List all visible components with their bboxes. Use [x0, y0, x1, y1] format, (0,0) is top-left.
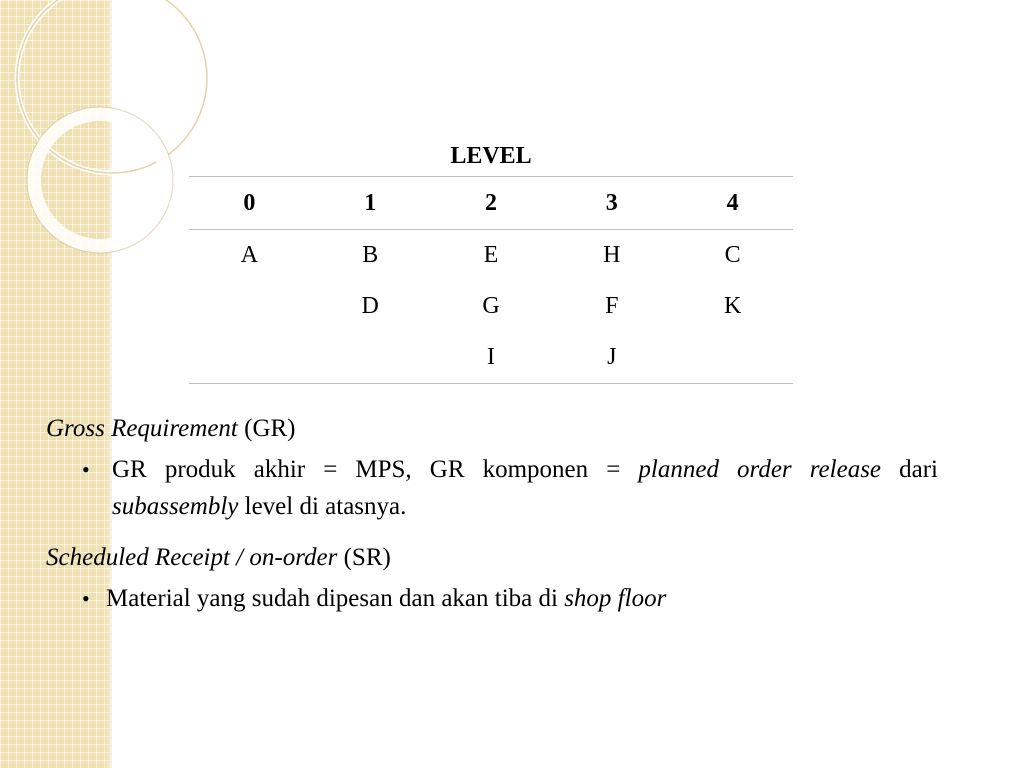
bullet-text: Material yang sudah dipesan dan akan tib…	[106, 585, 565, 612]
bullet-text: GR produk akhir = MPS, GR komponen =	[112, 456, 639, 483]
gross-requirement-bullet: • GR produk akhir = MPS, GR komponen = pl…	[46, 451, 938, 525]
table-header-row: 0 1 2 3 4	[189, 176, 794, 230]
table-caption: LEVEL	[450, 143, 532, 169]
table-cell: A	[240, 242, 259, 268]
scheduled-receipt-abbr: (SR)	[337, 544, 391, 571]
level-table: LEVEL 0 1 2 3 4 A B E H C D G F K I J	[189, 136, 794, 384]
table-cell: B	[362, 242, 379, 268]
level-header-2: 2	[430, 176, 552, 230]
level-header-3: 3	[551, 176, 673, 230]
table-cell: D	[361, 293, 379, 319]
bullet-text: level di atasnya.	[238, 493, 407, 520]
bullet-text-italic: subassembly	[112, 493, 239, 520]
table-cell: J	[551, 332, 673, 384]
slide-body: Gross Requirement (GR) • GR produk akhir …	[46, 410, 938, 617]
table-cell	[309, 332, 431, 384]
bullet-icon: •	[82, 457, 90, 482]
table-cell	[189, 281, 310, 332]
bullet-text-italic: planned order release	[638, 456, 882, 483]
gross-requirement-heading: Gross Requirement (GR)	[46, 410, 938, 447]
table-cell	[189, 332, 310, 384]
table-cell: G	[482, 293, 500, 319]
table-cell: I	[430, 332, 552, 384]
scheduled-receipt-heading: Scheduled Receipt / on-order (SR)	[46, 539, 938, 576]
table-row: A B E H C	[189, 230, 793, 282]
table-row: D G F K	[189, 281, 793, 332]
gross-requirement-term: Gross Requirement	[46, 415, 238, 442]
table-cell: E	[483, 242, 499, 268]
bullet-icon: •	[82, 586, 90, 611]
decorative-side-strip	[0, 0, 112, 768]
table-caption-row: LEVEL	[189, 136, 793, 177]
table-cell: F	[605, 293, 619, 319]
table-cell: H	[603, 242, 621, 268]
gross-requirement-abbr: (GR)	[237, 415, 296, 442]
bullet-text-italic: shop floor	[564, 585, 667, 612]
level-header-1: 1	[309, 176, 431, 230]
table-row: I J	[189, 332, 794, 384]
scheduled-receipt-term: Scheduled Receipt / on-order	[46, 544, 338, 571]
level-header-4: 4	[672, 176, 794, 230]
level-header-0: 0	[189, 176, 310, 230]
table-cell	[672, 332, 794, 384]
bullet-text: dari	[881, 456, 938, 483]
table-cell: C	[724, 242, 741, 268]
table-cell: K	[723, 293, 742, 319]
scheduled-receipt-bullet: • Material yang sudah dipesan dan akan ti…	[46, 580, 938, 617]
